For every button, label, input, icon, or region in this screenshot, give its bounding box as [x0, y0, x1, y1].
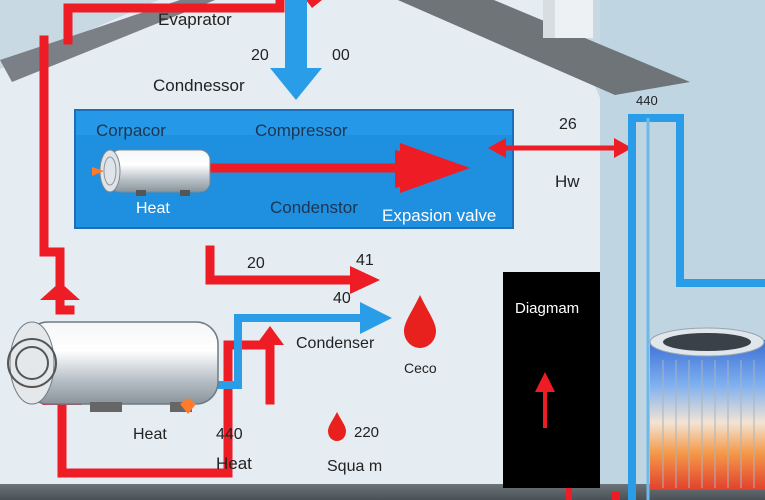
heater-tank-icon [92, 149, 211, 196]
pipe-stub-1 [566, 488, 572, 500]
water-drop-icon [404, 295, 436, 348]
label-condenser: Condenser [296, 335, 375, 352]
blue-pipes [218, 0, 765, 500]
label-mid-40: 40 [333, 290, 351, 307]
label-condnessor: Condnessor [153, 76, 245, 95]
label-expansion-valve: Expasion valve [382, 206, 497, 225]
blue-down-arrow-icon [270, 68, 322, 100]
blue-arrowhead [360, 302, 392, 334]
label-top-20: 20 [251, 47, 269, 64]
label-440: 440 [216, 426, 243, 443]
red-arrowhead-up-left [40, 282, 80, 300]
label-evaporator: Evaprator [158, 10, 232, 29]
label-220: 220 [354, 424, 380, 441]
label-squa-m: Squa m [327, 458, 383, 475]
label-mid-41: 41 [356, 252, 374, 269]
red-arrowhead-top [306, 0, 322, 8]
label-mid-20: 20 [247, 255, 265, 272]
label-condenstor: Condenstor [270, 198, 358, 217]
diagram-panel [503, 272, 600, 488]
pipe-stub-2 [612, 492, 620, 500]
red-arrowhead-mid [350, 266, 380, 294]
small-drop-icon [328, 412, 346, 441]
double-arrow-left-icon [488, 138, 506, 158]
expansion-arrow-icon [395, 150, 470, 188]
double-arrow-right-icon [614, 138, 632, 158]
heat-pump-unit-icon [649, 327, 765, 490]
label-compressor: Compressor [255, 121, 348, 140]
label-heat-unit: Heat [136, 200, 170, 217]
label-corpacor: Corpacor [96, 121, 166, 140]
label-diagram: Diagmam [515, 300, 580, 317]
panel-highlight [76, 111, 512, 135]
roof-left-edge [0, 0, 216, 82]
panel-up-arrow-icon [535, 372, 555, 392]
label-hw: Hw [555, 172, 580, 191]
label-top-00: 00 [332, 47, 350, 64]
storage-tank-icon [7, 321, 219, 414]
label-heat-bottom: Heat [216, 454, 252, 473]
roof [397, 0, 690, 95]
red-arrowhead-up-bottom [256, 326, 284, 345]
chimney-icon [543, 0, 593, 38]
label-ceco: Ceco [404, 360, 437, 376]
label-26: 26 [559, 116, 577, 133]
red-pipes [39, 0, 415, 478]
label-heat-tank: Heat [133, 426, 167, 443]
label-top-440: 440 [636, 93, 658, 108]
